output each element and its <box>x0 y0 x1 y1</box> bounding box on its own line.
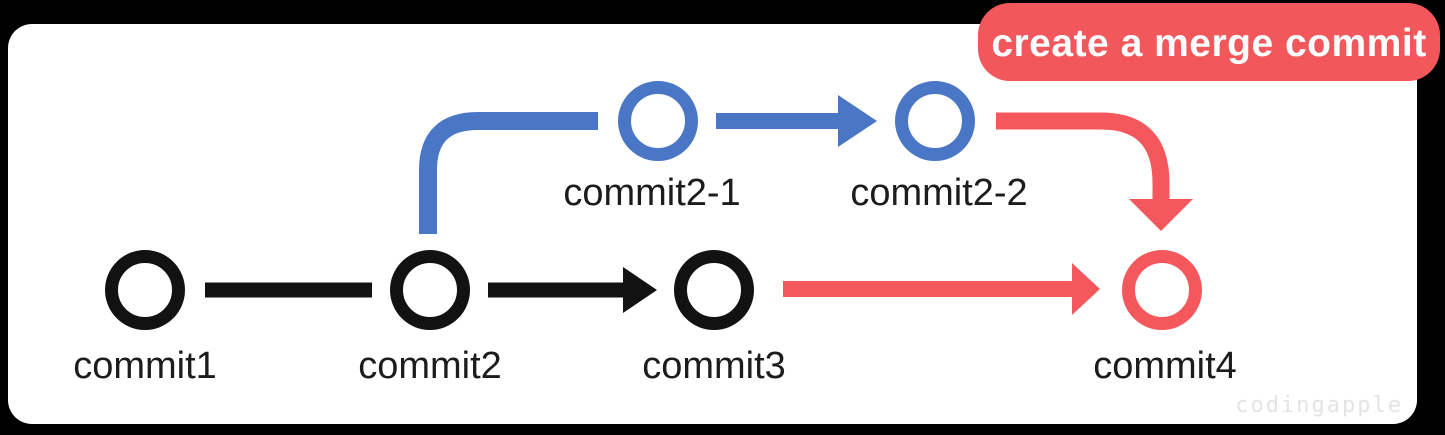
label-commit3: commit3 <box>642 345 786 387</box>
merge-commit-badge-label: create a merge commit <box>991 22 1426 65</box>
edge-commit2-2-commit4-elbow <box>996 112 1170 201</box>
edge-commit2-commit3-arrowhead-icon <box>623 267 657 313</box>
node-commit4 <box>1122 250 1202 330</box>
edge-commit2-commit2-1-elbow <box>419 112 598 234</box>
merge-commit-badge <box>978 3 1440 81</box>
label-commit1: commit1 <box>73 345 217 387</box>
node-commit2-2 <box>895 81 975 161</box>
edge-commit2-2-commit4-arrowhead-icon <box>1129 199 1193 231</box>
edge-commit2-1-commit2-2-arrowhead-icon <box>838 95 877 147</box>
node-commit2 <box>390 250 470 330</box>
label-commit4: commit4 <box>1093 345 1237 387</box>
node-commit2-1 <box>618 81 698 161</box>
label-commit2-2: commit2-2 <box>850 172 1027 214</box>
edge-commit3-commit4-arrowhead-icon <box>1072 263 1100 315</box>
watermark: codingapple <box>1235 393 1403 418</box>
node-commit3 <box>674 250 754 330</box>
label-commit2-1: commit2-1 <box>563 172 740 214</box>
node-commit1 <box>105 250 185 330</box>
label-commit2: commit2 <box>358 345 502 387</box>
